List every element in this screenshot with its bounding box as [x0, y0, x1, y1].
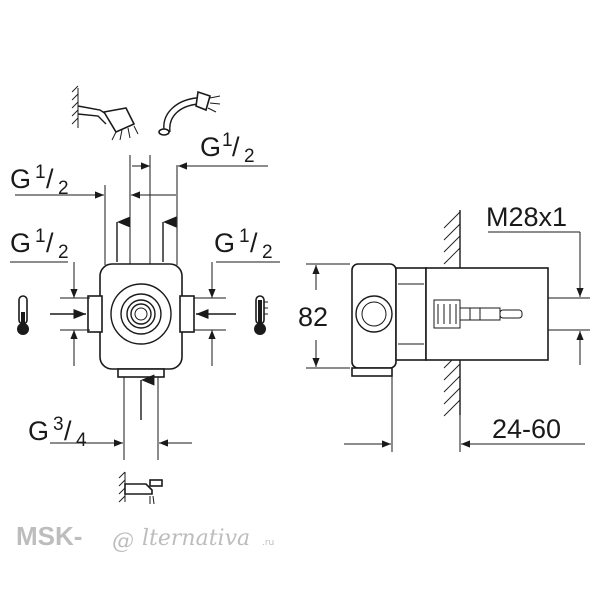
svg-text:MSK-: MSK- — [16, 521, 82, 551]
label-g-mid-left: G — [10, 228, 31, 258]
watermark: MSK- @ lternativa .ru — [16, 521, 274, 554]
hand-shower-icon — [158, 90, 221, 136]
thermometer-hot-icon — [254, 295, 268, 335]
svg-text:3: 3 — [53, 414, 64, 435]
shower-head-icon — [71, 85, 139, 141]
label-g-top-right: G — [200, 132, 221, 162]
svg-text:2: 2 — [244, 146, 255, 167]
thermometer-cold-icon — [17, 295, 29, 335]
svg-text:@: @ — [112, 529, 134, 554]
svg-text:2: 2 — [58, 242, 69, 263]
svg-text:1: 1 — [35, 226, 46, 247]
front-view: G 1 / 2 G 1 / 2 G 1 — [10, 85, 280, 505]
label-wall-depth: 24-60 — [492, 414, 561, 444]
label-thread-size: M28x1 — [486, 202, 567, 232]
label-g-bottom: G — [28, 416, 49, 446]
valve-body — [87, 263, 195, 378]
side-view: M28x1 82 24-60 — [298, 202, 590, 452]
svg-text:/: / — [64, 416, 72, 446]
label-height: 82 — [298, 302, 328, 332]
bath-spout-icon — [118, 471, 163, 505]
label-g-top-left: G — [10, 164, 31, 194]
svg-text:2: 2 — [262, 242, 273, 263]
svg-text:/: / — [232, 132, 240, 162]
svg-text:1: 1 — [35, 162, 46, 183]
svg-text:/: / — [250, 228, 258, 258]
svg-text:/: / — [46, 164, 54, 194]
svg-text:lternativa: lternativa — [142, 526, 250, 551]
svg-text:/: / — [46, 228, 54, 258]
svg-text:2: 2 — [58, 178, 69, 199]
svg-text:1: 1 — [239, 226, 250, 247]
svg-text:.ru: .ru — [262, 538, 274, 548]
label-g-mid-right: G — [214, 228, 235, 258]
svg-text:4: 4 — [76, 430, 87, 451]
label-g-top-right-num: 1 — [222, 130, 233, 151]
